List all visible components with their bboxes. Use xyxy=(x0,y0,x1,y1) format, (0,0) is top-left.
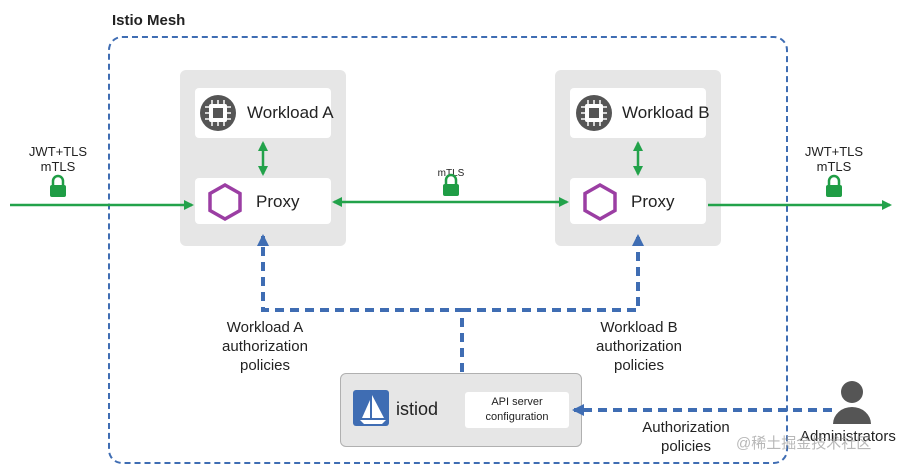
chip-icon-b xyxy=(576,95,612,131)
proxy-a-label: Proxy xyxy=(256,192,300,211)
istiod-label: istiod xyxy=(396,399,439,419)
lock-icon-middle xyxy=(443,173,459,196)
policy-b-line1: Workload B xyxy=(600,319,678,336)
watermark: @稀土掘金技术社区 xyxy=(736,435,872,452)
policy-b-line2: authorization xyxy=(596,338,682,355)
api-server-line1: API server xyxy=(491,396,543,408)
right-out-label-1: JWT+TLS xyxy=(804,144,864,159)
policy-a-line3: policies xyxy=(239,357,291,374)
administrator-person-icon xyxy=(833,381,871,424)
policy-b-line3: policies xyxy=(613,357,665,374)
istio-sail-icon xyxy=(360,395,386,424)
policy-distribution-lines xyxy=(257,234,832,416)
proxy-hexagon-icon-b xyxy=(583,182,617,222)
workload-a-label: Workload A xyxy=(247,103,334,122)
policy-a-line1: Workload A xyxy=(226,319,304,336)
api-server-card xyxy=(465,392,569,428)
left-in-label-2: mTLS xyxy=(40,159,76,174)
mesh-title: Istio Mesh xyxy=(112,12,186,29)
between-mtls-label: mTLS xyxy=(437,168,465,179)
lock-icon-left xyxy=(50,174,66,197)
admin-policy-line1: Authorization xyxy=(642,419,730,436)
admin-policy-line2: policies xyxy=(660,438,712,455)
right-out-label-2: mTLS xyxy=(816,159,852,174)
administrators-label: Administrators xyxy=(800,428,896,445)
policy-a-line2: authorization xyxy=(222,338,308,355)
proxy-hexagon-icon-a xyxy=(208,182,242,222)
api-server-line2: configuration xyxy=(485,411,549,423)
left-in-label-1: JWT+TLS xyxy=(28,144,88,159)
lock-icon-right xyxy=(826,174,842,197)
chip-icon-a xyxy=(200,95,236,131)
workload-b-label: Workload B xyxy=(622,103,710,122)
proxy-b-label: Proxy xyxy=(631,192,675,211)
istio-mesh-boundary xyxy=(108,36,788,464)
